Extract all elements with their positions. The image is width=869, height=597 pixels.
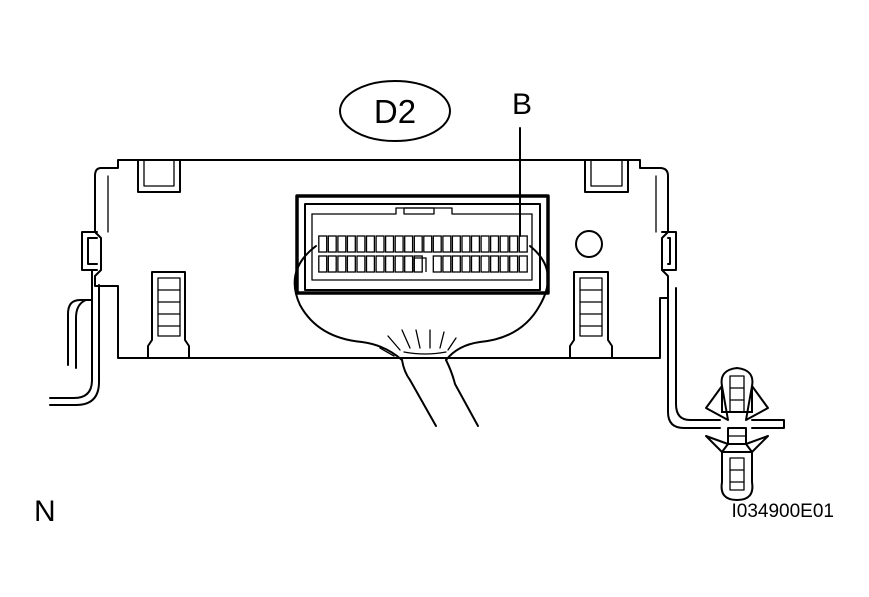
connector-pin-cavity	[509, 255, 519, 273]
connector-pin-cavity	[470, 235, 481, 253]
connector-pin-cavity	[518, 235, 528, 253]
connector-pin-cavity	[489, 235, 500, 253]
connector-pin-cavity	[499, 235, 509, 253]
connector-pin-cavity	[356, 255, 366, 273]
connector-pin-cavity	[337, 235, 347, 253]
connector-pin-cavity	[442, 235, 452, 253]
connector-pin-cavity	[509, 235, 519, 253]
ecu-housing	[94, 159, 669, 359]
clip-fastener	[705, 366, 769, 502]
connector-pin-grid	[318, 235, 528, 273]
connector-pin-cavity	[394, 235, 404, 253]
connector-pin-cavity	[337, 255, 347, 273]
terminal-label: B	[512, 88, 532, 121]
connector-pin-cavity	[404, 255, 414, 273]
connector-label: D2	[374, 93, 416, 130]
left-bracket	[49, 231, 100, 406]
connector-socket	[295, 194, 550, 295]
connector-pin-cavity	[318, 255, 328, 273]
connector-pin-cavity	[413, 235, 423, 253]
connector-pin-cavity	[499, 255, 509, 273]
connector-pin-cavity	[470, 255, 481, 273]
connector-pin-cavity	[394, 255, 404, 273]
connector-callout: D2	[339, 80, 451, 142]
connector-pin-cavity	[442, 255, 452, 273]
connector-pin-cavity	[346, 235, 356, 253]
connector-pin-cavity	[432, 235, 442, 253]
connector-pin-cavity	[432, 255, 442, 273]
connector-pin-cavity	[318, 235, 328, 253]
connector-pin-cavity	[327, 255, 337, 273]
connector-pin-cavity	[451, 255, 461, 273]
right-bracket	[661, 231, 785, 429]
view-label: N	[34, 495, 56, 528]
figure-code: I034900E01	[732, 501, 835, 522]
connector-pin-cavity	[489, 255, 500, 273]
left-latch	[147, 271, 190, 359]
connector-pin-cavity	[327, 235, 337, 253]
connector-pin-cavity	[384, 255, 395, 273]
connector-pin-cavity	[461, 235, 471, 253]
connector-pin-cavity	[461, 255, 471, 273]
connector-pin-cavity	[480, 255, 490, 273]
connector-pin-cavity	[346, 255, 356, 273]
connector-pin-cavity	[356, 235, 366, 253]
connector-pin-cavity	[480, 235, 490, 253]
terminal-callout: B	[512, 88, 532, 237]
connector-pin-cavity	[365, 255, 376, 273]
connector-pin-cavity	[384, 235, 395, 253]
wire-harness	[293, 245, 549, 427]
connector-pin-cavity	[365, 235, 376, 253]
connector-pin-cavity	[451, 235, 461, 253]
connector-pin-cavity	[375, 235, 385, 253]
connector-pin-cavity	[404, 235, 414, 253]
connector-pin-cavity	[518, 255, 528, 273]
connector-pin-cavity	[423, 235, 433, 253]
right-latch	[569, 271, 613, 359]
connector-pin-cavity	[375, 255, 385, 273]
connector-key-slot	[413, 257, 427, 272]
